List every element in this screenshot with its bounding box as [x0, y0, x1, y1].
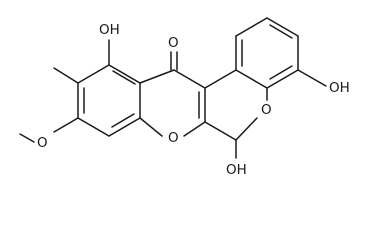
methyl-bond	[53, 67, 79, 84]
bond	[173, 69, 206, 89]
bond	[108, 64, 141, 84]
carbonyl-oxygen-label: O	[168, 35, 179, 51]
ring-c-chromene	[204, 69, 268, 159]
bond	[53, 117, 79, 133]
bond	[297, 69, 327, 87]
ring-oxygen-label-pyranone: O	[168, 130, 179, 146]
chemical-structure-canvas: OH O OH O O O OH	[19, 17, 350, 178]
bond	[266, 17, 299, 37]
ring-d-aromatic	[235, 17, 327, 89]
methoxy-methyl-bond	[19, 133, 35, 143]
double-bond	[112, 70, 136, 85]
ring-a-aromatic	[77, 64, 141, 137]
double-bond	[111, 113, 135, 128]
bond	[108, 117, 141, 137]
hydroxyl-label-right: OH	[329, 80, 350, 96]
bond	[204, 69, 237, 89]
double-bond	[269, 65, 293, 80]
bond	[235, 69, 268, 89]
hydroxyl-label-top: OH	[99, 22, 120, 38]
bond	[77, 64, 110, 84]
bond	[183, 121, 206, 137]
bond	[139, 69, 175, 84]
double-bond	[269, 24, 293, 39]
hydroxyl-label-bottom: OH	[226, 162, 247, 178]
ring-a-substituents	[19, 39, 110, 143]
bond	[139, 117, 163, 137]
ring-b-pyranone	[139, 51, 206, 137]
ring-oxygen-label-chromene: O	[261, 102, 272, 118]
bond	[235, 117, 258, 141]
bond	[77, 117, 110, 137]
bond	[204, 121, 237, 141]
methoxy-oxygen-label: O	[37, 135, 48, 151]
bond	[235, 17, 268, 37]
molecule-drawing: OH O OH O O O OH	[19, 17, 350, 178]
bond	[266, 69, 299, 89]
